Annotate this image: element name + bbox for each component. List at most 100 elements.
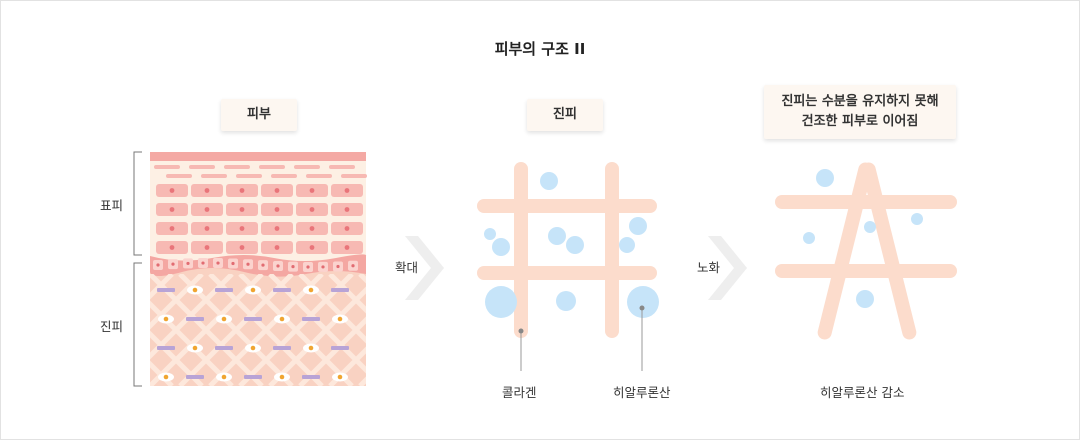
cell-nucleus xyxy=(239,226,245,231)
aged-panel-label-line1: 진피는 수분을 유지하지 못해 xyxy=(781,94,939,109)
cell-nucleus xyxy=(239,188,245,193)
basal-nucleus xyxy=(231,261,235,266)
dermis-label: 진피 xyxy=(100,319,124,334)
fiber-line xyxy=(150,274,174,300)
basal-cells xyxy=(153,258,358,272)
collagen-label: 콜라겐 xyxy=(502,385,537,400)
hyaluronic-decrease-label: 히알루론산 감소 xyxy=(820,385,905,400)
fiber-line xyxy=(208,274,324,386)
cell-nucleus xyxy=(204,207,210,212)
fiber-lines xyxy=(0,274,502,386)
aging-arrow xyxy=(708,236,747,300)
cell-nucleus xyxy=(309,245,315,250)
bubble xyxy=(629,217,647,235)
aged-hyaluronic-bubbles xyxy=(803,169,923,308)
aged-panel-label-line2: 건조한 피부로 이어짐 xyxy=(801,114,919,129)
fibroblast xyxy=(215,346,233,350)
fiber-line xyxy=(150,274,234,360)
flat-cell xyxy=(271,174,297,178)
dermal-cell-nucleus xyxy=(337,316,343,322)
fiber-line xyxy=(150,360,174,386)
aged-fiber-horizontal-bottom xyxy=(775,264,957,278)
bubble xyxy=(911,213,923,225)
fibroblast xyxy=(215,288,233,292)
aging-chevron xyxy=(708,236,747,300)
cell-nucleus xyxy=(344,188,350,193)
cell-nucleus xyxy=(274,188,280,193)
dermis-bracket xyxy=(133,262,142,387)
aging-label: 노화 xyxy=(697,260,721,275)
fiber-line xyxy=(0,274,52,386)
cell-nucleus xyxy=(274,245,280,250)
magnify-label: 확대 xyxy=(395,260,419,275)
basal-nucleus xyxy=(186,261,190,266)
fiber-line xyxy=(0,274,82,386)
fiber-line xyxy=(390,274,502,386)
basal-nucleus xyxy=(276,264,280,268)
aged-collagen-fibers xyxy=(775,162,957,340)
bubble xyxy=(619,237,635,253)
hyaluronic-callout-dot xyxy=(639,305,645,311)
fiber-line xyxy=(390,274,502,386)
flat-cell xyxy=(189,165,215,169)
magnify-chevron xyxy=(405,236,444,300)
basal-nucleus xyxy=(156,263,160,267)
fibroblast xyxy=(273,346,291,350)
cell-nucleus xyxy=(344,245,350,250)
fiber-line xyxy=(150,274,264,386)
cell-nucleus xyxy=(204,226,210,231)
layer-brackets xyxy=(133,151,142,387)
basal-nucleus xyxy=(171,262,175,266)
hyaluronic-label: 히알루론산 xyxy=(613,385,671,400)
fibroblast xyxy=(302,375,320,379)
callout-lines xyxy=(520,308,643,371)
bubble xyxy=(484,228,496,240)
basal-nucleus xyxy=(291,265,295,269)
collagen-fiber-vertical-left xyxy=(514,162,528,338)
cell-nucleus xyxy=(169,226,175,231)
cell-nucleus xyxy=(309,207,315,212)
cell-nucleus xyxy=(169,207,175,212)
skin-panel-label: 피부 xyxy=(221,99,297,131)
dermal-cell-nucleus xyxy=(163,316,169,322)
hyaluronic-bubbles xyxy=(484,172,659,318)
fiber-line xyxy=(298,316,366,386)
fibroblast xyxy=(186,317,204,321)
cell-nucleus xyxy=(169,188,175,193)
fiber-line xyxy=(0,274,52,386)
dermal-cell-nucleus xyxy=(308,345,314,351)
flat-cell xyxy=(294,165,320,169)
dermal-cell-nucleus xyxy=(279,374,285,380)
flat-cell xyxy=(259,165,285,169)
fibroblast xyxy=(302,317,320,321)
fiber-line xyxy=(0,274,82,386)
fiber-line xyxy=(0,274,112,386)
fiber-line xyxy=(268,286,366,386)
cell-nucleus xyxy=(204,245,210,250)
basal-nucleus xyxy=(201,261,205,265)
dermal-cell-nucleus xyxy=(163,374,169,380)
flat-cell xyxy=(341,174,367,178)
flat-cell xyxy=(201,174,227,178)
dermis-panel-label-text: 진피 xyxy=(553,107,577,122)
collagen-fiber-horizontal-bottom xyxy=(477,266,657,280)
dermal-cell-nucleus xyxy=(192,345,198,351)
aged-fiber-diagonal-left xyxy=(817,162,873,340)
skin-panel-label-text: 피부 xyxy=(247,107,271,122)
fiber-line xyxy=(30,274,142,386)
dermis-fiber-net xyxy=(0,274,502,386)
cell-nucleus xyxy=(169,245,175,250)
bubble xyxy=(803,232,815,244)
skin-cross-section xyxy=(0,152,502,386)
basal-nucleus xyxy=(351,264,355,268)
basal-nucleus xyxy=(261,263,265,267)
cell-nucleus xyxy=(309,188,315,193)
cell-nucleus xyxy=(344,226,350,231)
dermal-cell-nucleus xyxy=(250,287,256,293)
stratum-flat-cells xyxy=(154,165,367,178)
fibroblast xyxy=(273,288,291,292)
flat-cell xyxy=(154,165,180,169)
bubble xyxy=(864,221,876,233)
flat-cell xyxy=(306,174,332,178)
